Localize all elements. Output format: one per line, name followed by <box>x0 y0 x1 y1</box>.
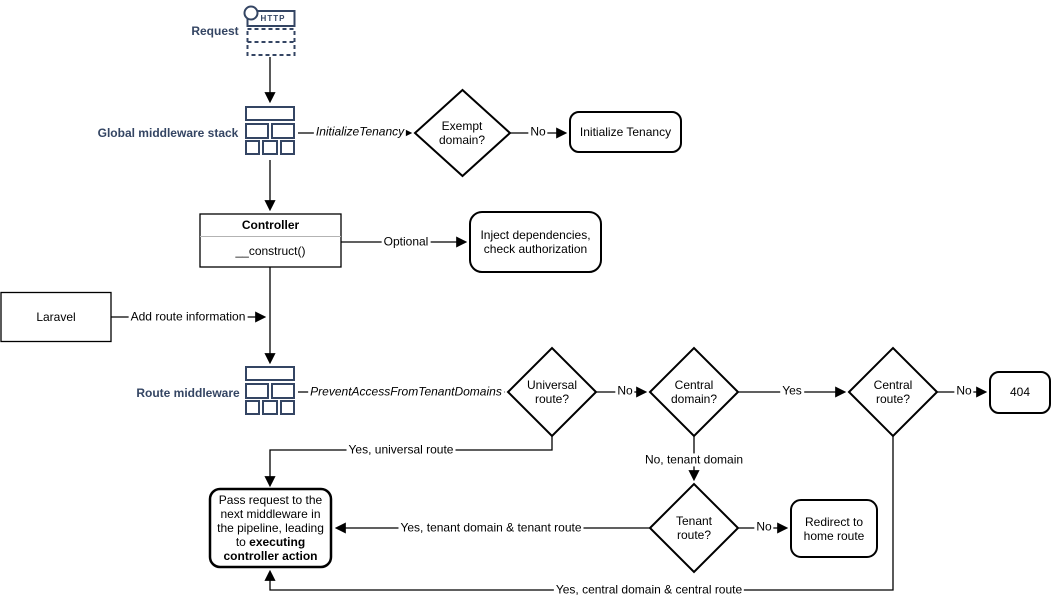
redirect-home-label: Redirect to home route <box>803 514 865 543</box>
laravel-label: Laravel <box>36 309 76 324</box>
tenant-route-no-label: No <box>754 519 774 534</box>
central-domain-yes-label: Yes <box>780 383 804 398</box>
initialize-tenancy-box <box>569 111 682 153</box>
tenant-route-diamond <box>648 482 740 574</box>
central-domain-diamond <box>648 346 740 438</box>
http-request-icon-circle <box>243 5 259 21</box>
error-404-label: 404 <box>1009 384 1031 399</box>
route-middleware-label: Route middleware <box>136 385 240 400</box>
request-label: Request <box>191 23 239 38</box>
central-route-label: Central route? <box>873 377 913 406</box>
controller-title: Controller <box>241 217 300 232</box>
add-route-information-label: Add route information <box>128 309 248 324</box>
pass-request-normal-text: Pass request to the next middleware in t… <box>217 492 324 550</box>
central-yes-label: Yes, central domain & central route <box>553 582 745 597</box>
prevent-access-edge-label: PreventAccessFromTenantDomains <box>308 384 504 399</box>
controller-box <box>199 213 342 268</box>
pass-request-box <box>208 487 333 569</box>
laravel-box <box>0 291 112 343</box>
http-badge-label: HTTP <box>260 14 286 23</box>
route-middleware-icon <box>245 366 295 415</box>
universal-route-label: Universal route? <box>526 377 577 406</box>
universal-no-label: No <box>615 383 635 398</box>
initialize-tenancy-edge-label: InitializeTenancy <box>313 124 407 139</box>
central-route-no-label: No <box>954 383 974 398</box>
controller-construct-label: __construct() <box>235 243 306 258</box>
central-domain-label: Central domain? <box>670 377 718 406</box>
tenant-domain-no-label: No, tenant domain <box>642 452 746 467</box>
inject-dependencies-label: Inject dependencies, check authorization <box>480 227 591 256</box>
exempt-no-label: No <box>528 124 548 139</box>
http-request-icon <box>243 5 296 56</box>
exempt-domain-label: Exempt domain? <box>438 118 486 147</box>
pass-request-bold-text: executing controller action <box>223 535 318 564</box>
redirect-home-box <box>790 499 878 558</box>
global-middleware-stack-label: Global middleware stack <box>97 125 239 140</box>
central-route-diamond <box>847 346 939 438</box>
initialize-tenancy-label: Initialize Tenancy <box>579 124 672 139</box>
inject-dependencies-box <box>469 211 602 273</box>
universal-route-diamond <box>506 346 598 438</box>
pass-request-label: Pass request to the next middleware in t… <box>214 493 327 563</box>
error-404-box <box>989 371 1051 414</box>
tenant-route-label: Tenant route? <box>675 513 713 542</box>
universal-yes-label: Yes, universal route <box>346 442 456 457</box>
tenant-yes-label: Yes, tenant domain & tenant route <box>398 520 584 535</box>
global-middleware-stack-icon <box>245 106 295 155</box>
exempt-domain-diamond <box>413 88 512 178</box>
optional-label: Optional <box>381 234 431 249</box>
